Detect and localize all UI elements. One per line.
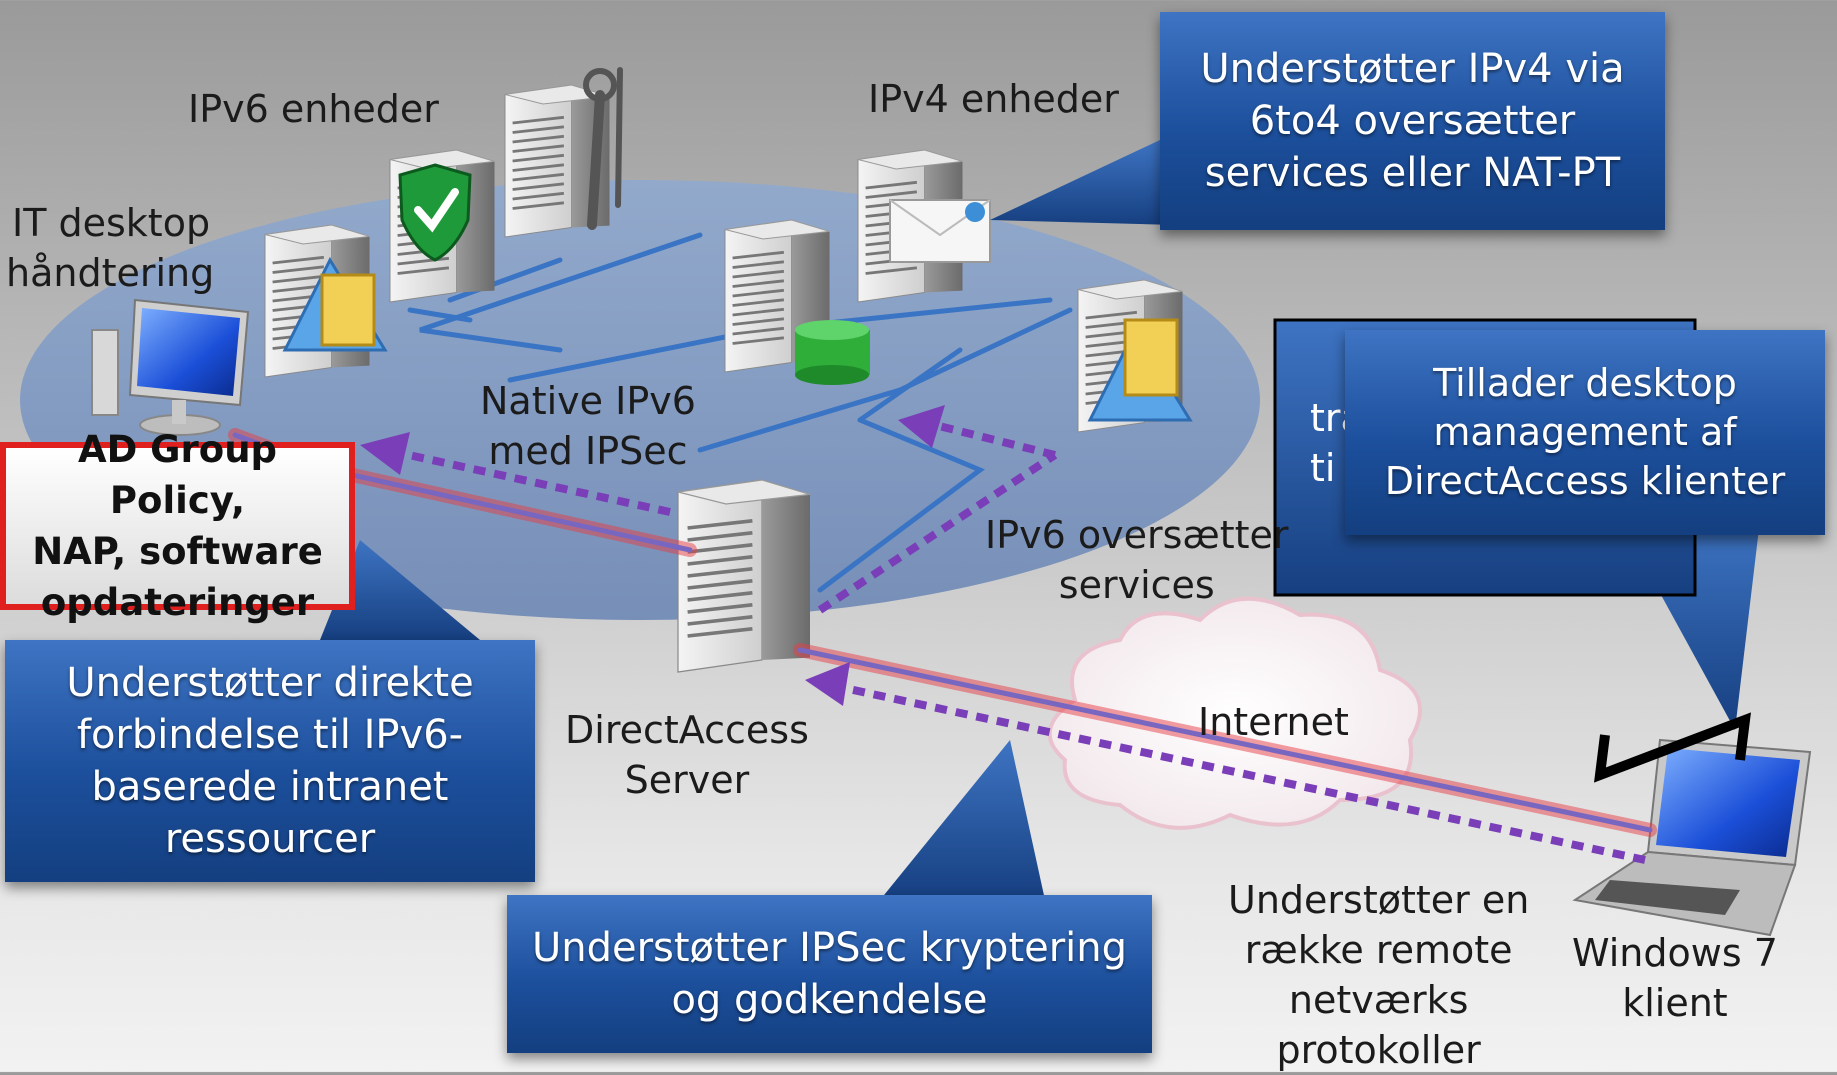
- cloud-icon: [1047, 596, 1422, 830]
- directaccess-server-line2: Server: [624, 758, 750, 802]
- laptop-icon: [1572, 738, 1812, 937]
- ipsec-line2: og godkendelse: [671, 977, 988, 1023]
- ipv6-translation-line2: services: [1058, 563, 1215, 607]
- callout-direct-connection: Understøtter direkte forbindelse til IPv…: [5, 640, 535, 882]
- callout-ipsec: Understøtter IPSec kryptering og godkend…: [507, 895, 1152, 1053]
- direct-connection-line1: Understøtter direkte: [66, 660, 474, 706]
- windows7-label: Windows 7 klient: [1572, 928, 1778, 1028]
- server-icon-directaccess: [676, 478, 812, 674]
- wrench-icon: [583, 67, 623, 230]
- black-stroke-1: [1594, 712, 1751, 783]
- desktop-mgmt-line1: Tillader desktop: [1433, 361, 1737, 405]
- remote-protocols-label: Understøtter en række remote netværks pr…: [1228, 875, 1529, 1075]
- shield-icon: [398, 163, 472, 262]
- pointer-ipv4: [990, 140, 1175, 225]
- it-desktop-label: IT desktop håndtering: [6, 198, 214, 298]
- directaccess-server-label: DirectAccess Server: [565, 705, 809, 805]
- ad-group-policy-line1: AD Group Policy,: [77, 428, 278, 522]
- ipv4-support-line3: services eller NAT-PT: [1204, 150, 1621, 196]
- ipv4-support-line2: 6to4 oversætter: [1249, 98, 1576, 144]
- callout-desktop-mgmt: Tillader desktop management af DirectAcc…: [1345, 330, 1825, 535]
- internet-label: Internet: [1198, 700, 1349, 744]
- direct-connection-line4: ressourcer: [164, 816, 376, 862]
- windows7-line1: Windows 7: [1572, 931, 1778, 975]
- windows7-line2: klient: [1622, 981, 1728, 1025]
- desktop-mgmt-line3: DirectAccess klienter: [1384, 459, 1786, 503]
- remote-protocols-line1: Understøtter en: [1228, 878, 1530, 922]
- native-ipv6-line1: Native IPv6: [480, 379, 696, 423]
- native-ipv6-line2: med IPSec: [488, 429, 688, 473]
- arrowhead-left: [360, 432, 410, 475]
- folder-triangle-icon: [282, 256, 388, 352]
- ad-group-policy-line2: NAP, software: [32, 530, 323, 573]
- desktop-mgmt-line2: management af: [1433, 410, 1737, 454]
- ipv6-translation-line1: IPv6 oversætter: [985, 513, 1289, 557]
- callout-ad-group-policy: AD Group Policy, NAP, software opdaterin…: [0, 428, 355, 624]
- ipv6-translation-label: IPv6 oversætter services: [985, 510, 1289, 610]
- pointer-direct-connection: [320, 540, 480, 640]
- ipv4-devices-label: IPv4 enheder: [868, 77, 1119, 121]
- callout-ipv4-support: Understøtter IPv4 via 6to4 oversætter se…: [1160, 12, 1665, 230]
- ipv6-devices-label: IPv6 enheder: [188, 87, 439, 131]
- remote-protocols-line3: netværks: [1288, 978, 1469, 1022]
- tunnel-arrowheads: [360, 405, 945, 706]
- hidden-callout-line2: ti: [1310, 446, 1336, 490]
- direct-connection-line3: baserede intranet: [91, 764, 449, 810]
- desktop-computer-icon: [91, 298, 250, 436]
- folder-triangle-icon-2: [1087, 318, 1193, 422]
- remote-protocols-line2: række remote: [1244, 928, 1513, 972]
- ipsec-line1: Understøtter IPSec kryptering: [531, 925, 1128, 971]
- mail-icon: [889, 199, 991, 263]
- it-desktop-line2: håndtering: [6, 251, 215, 295]
- directaccess-server-line1: DirectAccess: [565, 708, 809, 752]
- ipv6-tunnel-lines: [394, 421, 1646, 864]
- direct-connection-line2: forbindelse til IPv6-: [76, 712, 464, 758]
- database-icon: [795, 320, 870, 385]
- native-ipv6-label: Native IPv6 med IPSec: [480, 376, 696, 476]
- ad-group-policy-line3: opdateringer: [40, 581, 315, 624]
- arrowhead-mid: [898, 405, 945, 448]
- ipv4-support-line1: Understøtter IPv4 via: [1200, 46, 1625, 92]
- pointer-ipsec: [880, 740, 1045, 900]
- remote-protocols-line4: protokoller: [1276, 1028, 1481, 1072]
- it-desktop-line1: IT desktop: [12, 201, 211, 245]
- arrowhead-server: [805, 662, 850, 706]
